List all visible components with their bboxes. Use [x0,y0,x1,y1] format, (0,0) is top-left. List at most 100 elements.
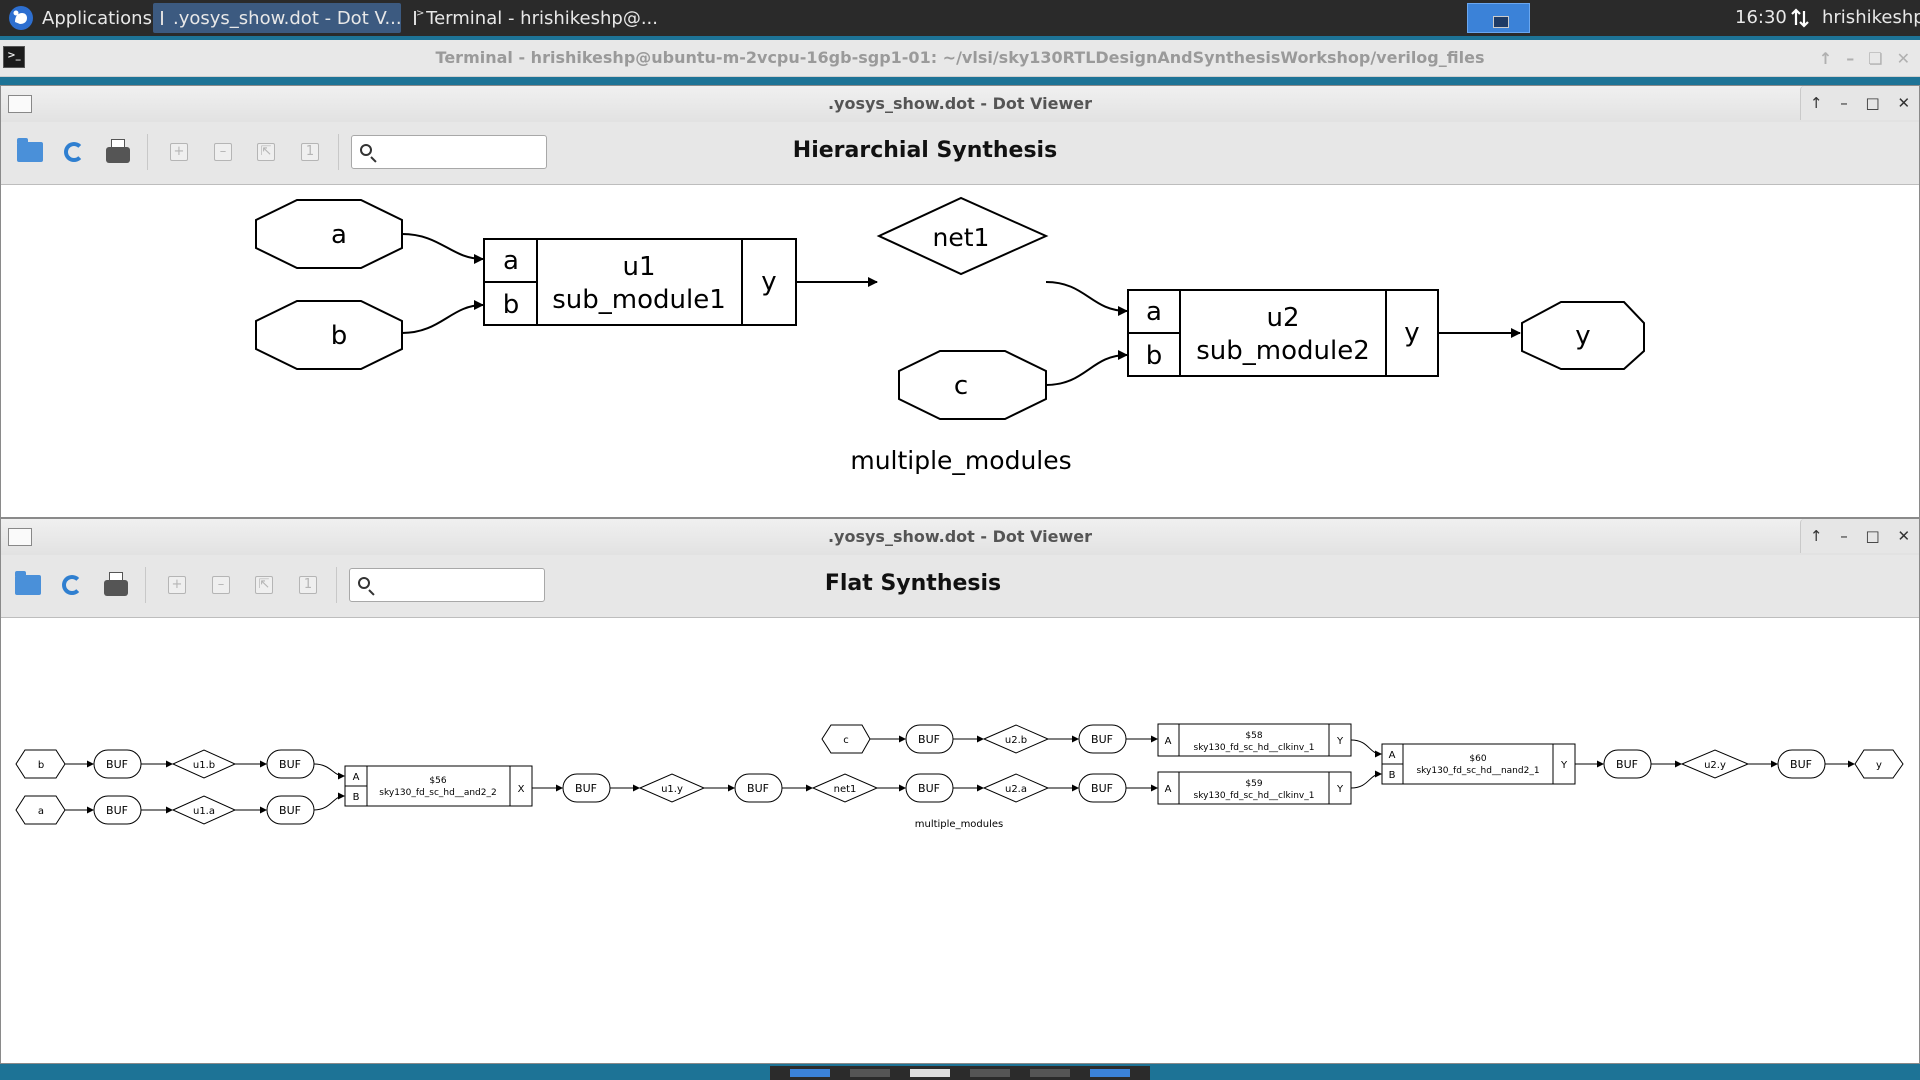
dock-item[interactable] [790,1069,830,1077]
buf-label: BUF [1091,733,1113,746]
output-y-label: y [1575,321,1590,351]
zoom-in-button[interactable]: + [164,137,194,167]
window-titlebar[interactable]: .yosys_show.dot - Dot Viewer ↑ – □ ✕ [1,86,1919,123]
search-box[interactable] [351,135,547,169]
desktop-edge [0,1064,1920,1066]
search-box[interactable] [349,568,545,602]
window-titlebar[interactable]: .yosys_show.dot - Dot Viewer ↑ – □ ✕ [1,519,1919,556]
cell60-id: $60 [1469,754,1486,764]
zoom-out-button[interactable]: – [206,570,236,600]
port-y-label: y [1876,760,1882,771]
zoom-100-icon: 1 [299,576,317,594]
terminal-window-titlebar[interactable]: >_ Terminal - hrishikeshp@ubuntu-m-2vcpu… [0,40,1920,77]
zoom-100-button[interactable]: 1 [295,137,325,167]
buf-label: BUF [575,782,597,795]
graph-canvas[interactable]: b BUF u1.b BUF a BUF u1.a BUF A B $56 sk… [1,618,1919,1063]
reload-button[interactable] [59,137,89,167]
port-c [821,724,871,754]
shade-icon[interactable]: ↑ [1809,527,1823,545]
cell56-pin-b: B [353,792,360,803]
input-port-b [255,300,403,370]
terminal-icon: >_ [3,46,25,68]
buf-label: BUF [747,782,769,795]
maximize-icon[interactable]: ❏ [1868,48,1883,68]
edge-a-u1 [401,233,484,264]
task-dot-viewer[interactable]: .yosys_show.dot - Dot V... [153,3,401,33]
network-arrows-icon[interactable] [1790,8,1810,28]
zoom-100-button[interactable]: 1 [293,570,323,600]
terminal-title: Terminal - hrishikeshp@ubuntu-m-2vcpu-16… [435,48,1485,67]
dock-item[interactable] [1030,1069,1070,1077]
maximize-icon[interactable]: □ [1865,527,1880,545]
zoom-fit-button[interactable]: ⇱ [251,137,281,167]
net1-label: net1 [933,223,990,252]
zoom-out-button[interactable]: – [208,137,238,167]
toolbar: + – ⇱ 1 Flat Synthesis [1,555,1919,618]
workspace-window-thumbnail [1493,16,1509,28]
folder-icon [15,571,41,595]
minimize-icon[interactable]: – [1846,48,1855,68]
zoom-fit-icon: ⇱ [257,143,275,161]
task-terminal[interactable]: Terminal - hrishikeshp@... [406,3,666,33]
toolbar-separator [147,134,148,170]
input-a-label: a [331,220,347,250]
applications-label: Applications [42,7,152,29]
open-button[interactable] [13,570,43,600]
clock[interactable]: 16:30 [1735,7,1787,28]
buf-label: BUF [1790,758,1812,771]
cell60-pin-a: A [1389,750,1396,761]
graph-label: multiple_modules [850,446,1071,475]
bottom-dock [770,1066,1150,1080]
dock-item[interactable] [1090,1069,1130,1077]
cell56-type: sky130_fd_sc_hd__and2_2 [379,788,496,798]
shade-icon[interactable]: ↑ [1818,48,1833,68]
toolbar-separator [145,567,146,603]
window-menu-icon[interactable] [8,95,32,113]
hierarchical-graph: a b c y net1 a b y u1 sub_module1 a b y … [255,196,1645,475]
shade-icon[interactable]: ↑ [1809,94,1823,112]
zoom-in-icon: + [168,576,186,594]
zoom-out-icon: – [212,576,230,594]
window-menu-icon[interactable] [8,528,32,546]
dot-viewer-window-flat: .yosys_show.dot - Dot Viewer ↑ – □ ✕ + –… [0,518,1920,1064]
close-icon[interactable]: ✕ [1896,48,1910,68]
search-input[interactable] [380,140,544,166]
port-y [1854,749,1904,779]
maximize-icon[interactable]: □ [1865,94,1880,112]
print-button[interactable] [103,137,133,167]
cell59-type: sky130_fd_sc_hd__clkinv_1 [1194,791,1315,801]
u1-pin-y: y [761,267,776,297]
graph-canvas[interactable]: a b c y net1 a b y u1 sub_module1 a b y … [1,185,1919,517]
wire-net1-label: net1 [834,784,857,795]
user-menu[interactable]: hrishikeshp [1822,7,1920,28]
edge [313,763,345,780]
window-title: .yosys_show.dot - Dot Viewer [827,94,1093,113]
dock-item[interactable] [850,1069,890,1077]
port-c-label: c [843,735,849,746]
minimize-icon[interactable]: – [1840,94,1848,112]
annotation-heading: Hierarchial Synthesis [792,138,1058,163]
close-icon[interactable]: ✕ [1897,527,1911,545]
minimize-icon[interactable]: – [1840,527,1848,545]
dock-item[interactable] [910,1069,950,1077]
input-b-label: b [331,321,348,351]
u2-pin-y: y [1404,318,1419,348]
workspace-switcher[interactable] [1467,3,1530,33]
applications-menu[interactable]: Applications [0,0,160,36]
zoom-in-button[interactable]: + [162,570,192,600]
edge-net1-u2 [1045,281,1128,316]
u1-pin-a: a [503,246,519,276]
reload-button[interactable] [57,570,87,600]
print-button[interactable] [101,570,131,600]
reload-icon [62,575,82,595]
reload-icon [64,142,84,162]
search-input[interactable] [378,573,542,599]
close-icon[interactable]: ✕ [1897,94,1911,112]
zoom-out-icon: – [214,143,232,161]
cell58-pin-y: Y [1336,736,1344,747]
open-button[interactable] [15,137,45,167]
dock-item[interactable] [970,1069,1010,1077]
search-icon [358,577,370,589]
zoom-fit-button[interactable]: ⇱ [249,570,279,600]
input-port-c [898,350,1047,420]
